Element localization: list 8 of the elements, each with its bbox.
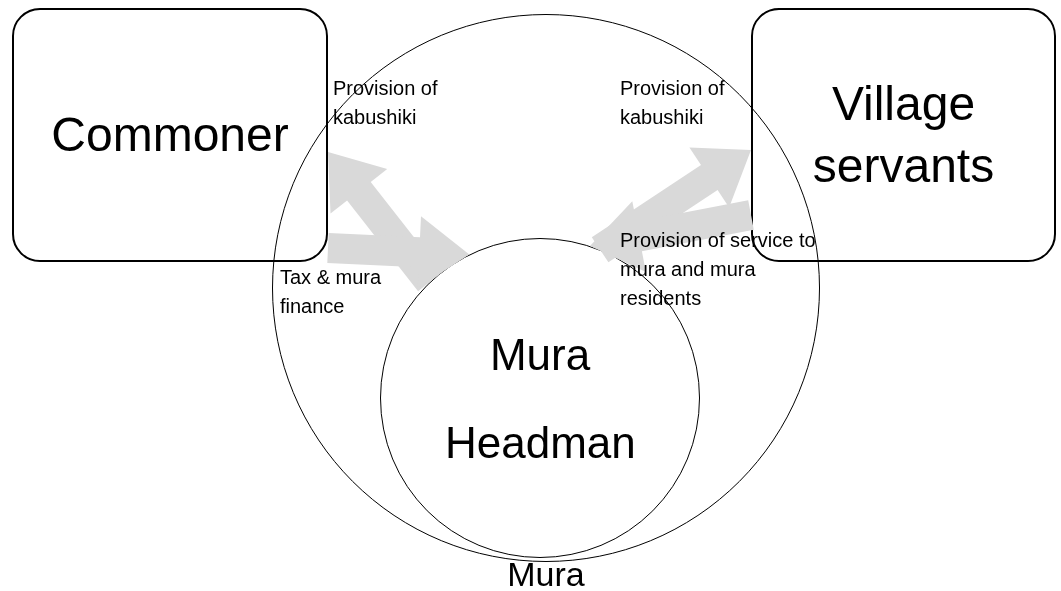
block-arrow: [590, 200, 754, 272]
edge-label: Tax & mura finance: [280, 265, 383, 319]
edge-label: Provision of kabushiki: [620, 76, 726, 130]
node-label: Village servants: [811, 75, 996, 194]
circle-label: Mura: [507, 557, 585, 591]
rounded-box: [12, 8, 328, 262]
node-label: Commoner: [50, 106, 290, 163]
node-label: Mura Headman: [445, 329, 635, 469]
